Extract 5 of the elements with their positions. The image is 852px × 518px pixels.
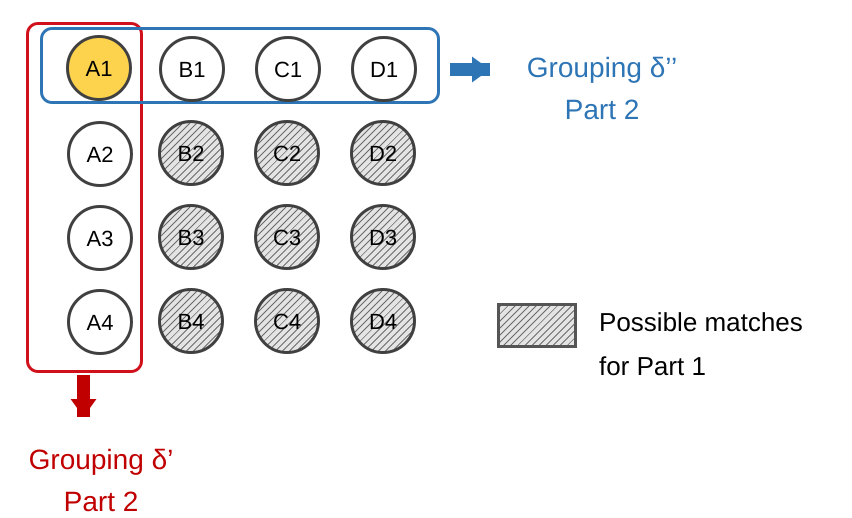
group-label: Grouping δ’ Part 2	[16, 439, 186, 518]
block-arrow	[450, 56, 490, 82]
group-label: Grouping δ’’ Part 2	[512, 47, 692, 131]
legend-text: Possible matches for Part 1	[599, 306, 804, 383]
block-arrow	[70, 375, 96, 417]
